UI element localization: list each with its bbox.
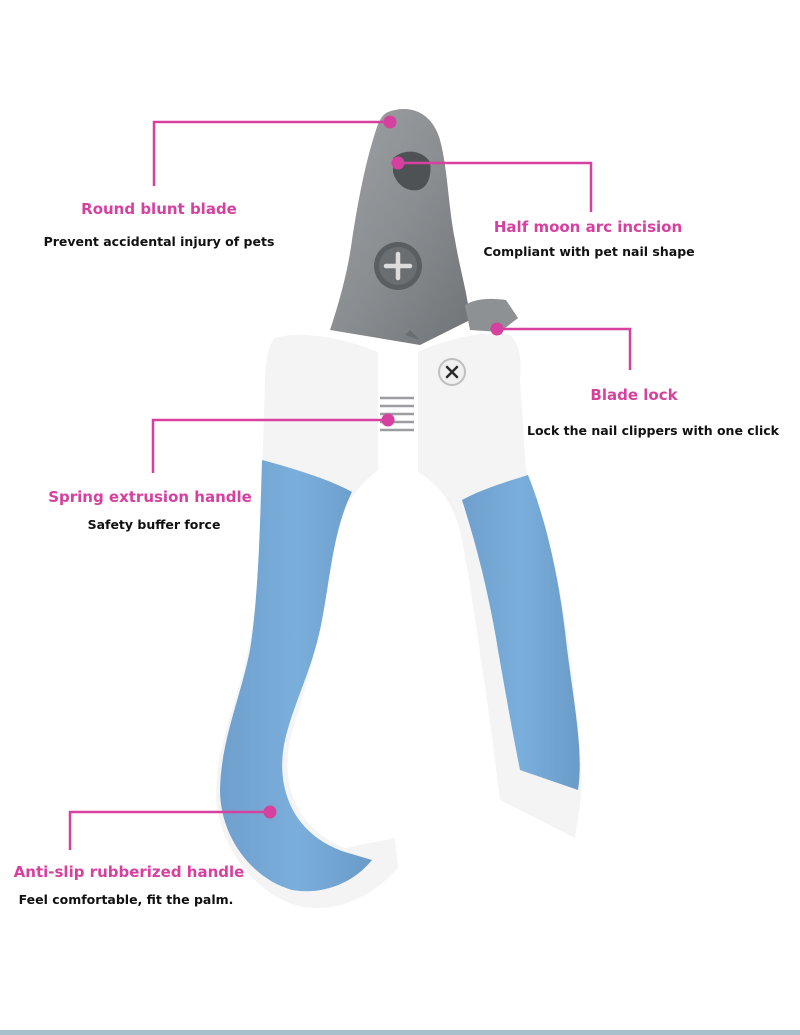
round-blade-description: Prevent accidental injury of pets: [43, 234, 275, 249]
anti-slip-leader: [68, 810, 270, 850]
anti-slip-description: Feel comfortable, fit the palm.: [18, 892, 234, 907]
spring-title: Spring extrusion handle: [48, 488, 252, 506]
spring-marker-dot: [381, 413, 395, 427]
anti-slip-marker-dot: [263, 805, 277, 819]
round-blade-leader: [152, 120, 390, 186]
blade-lock-description: Lock the nail clippers with one click: [527, 423, 779, 438]
half-moon-leader: [398, 161, 593, 212]
left-handle: [215, 334, 398, 909]
half-moon-marker-dot: [391, 156, 405, 170]
anti-slip-title: Anti-slip rubberized handle: [13, 863, 245, 881]
spring-leader: [151, 418, 388, 473]
round-blade-title: Round blunt blade: [81, 200, 237, 218]
right-handle: [418, 333, 582, 838]
bottom-divider: [0, 1030, 800, 1035]
clipper-blades: [330, 109, 518, 345]
round-blade-marker-dot: [383, 115, 397, 129]
blade-lock-slider: [465, 298, 518, 332]
blade-lock-marker-dot: [490, 322, 504, 336]
blade-lock-title: Blade lock: [590, 386, 678, 404]
half-moon-title: Half moon arc incision: [493, 218, 683, 236]
half-moon-description: Compliant with pet nail shape: [483, 244, 695, 259]
spring-description: Safety buffer force: [87, 517, 221, 532]
blade-lock-leader: [497, 327, 632, 370]
